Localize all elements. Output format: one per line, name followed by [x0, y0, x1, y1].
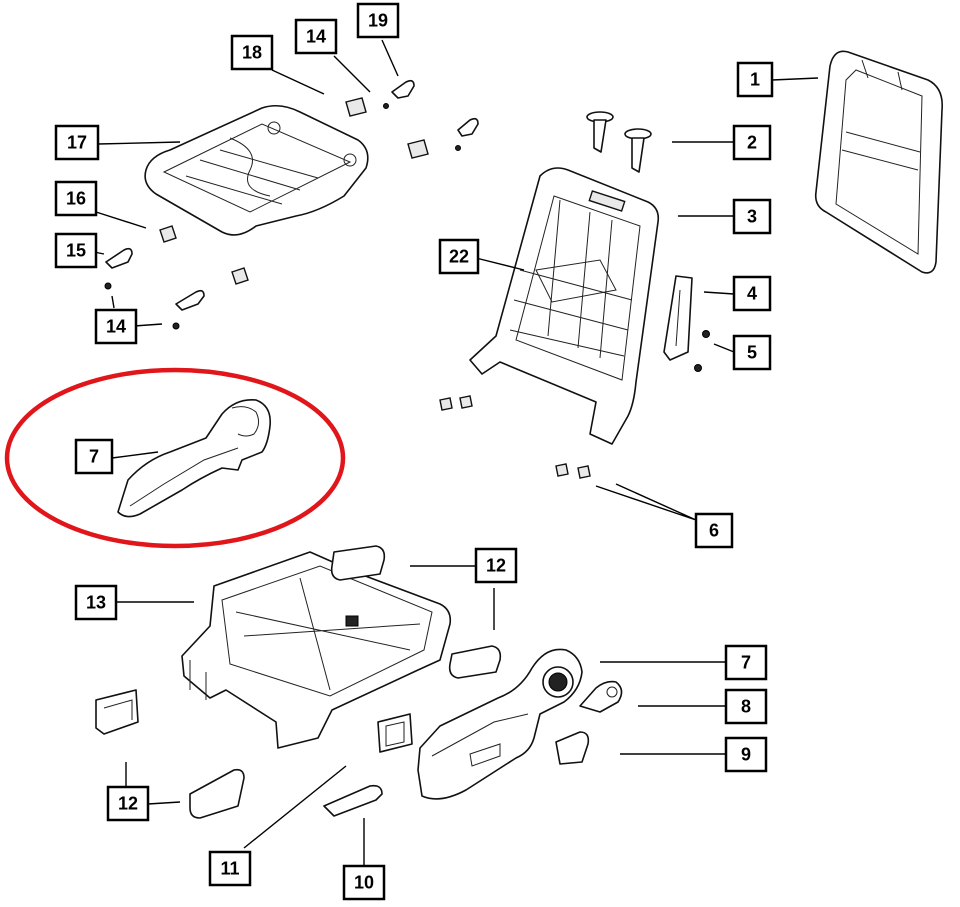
part-hooks: [383, 79, 479, 151]
svg-text:7: 7: [89, 447, 99, 467]
part-lever: [323, 784, 383, 817]
part-cushion-frame: [144, 104, 369, 236]
callout-12-top: 12: [474, 547, 518, 584]
callout-19: 19: [356, 2, 400, 39]
part-nuts: [439, 395, 591, 479]
part-clips-5: [694, 330, 710, 372]
part-side-strip: [663, 275, 693, 361]
leader-lines: [93, 39, 819, 866]
part-side-shield: [417, 648, 583, 800]
callout-14-top: 14: [294, 18, 338, 55]
svg-text:12: 12: [486, 556, 506, 576]
callout-2: 2: [732, 124, 772, 161]
svg-text:12: 12: [118, 794, 138, 814]
svg-text:8: 8: [741, 697, 751, 717]
svg-text:9: 9: [741, 745, 751, 765]
svg-text:10: 10: [354, 873, 374, 893]
part-seat-back-frame: [469, 167, 660, 445]
svg-text:3: 3: [747, 207, 757, 227]
callout-1: 1: [736, 61, 774, 98]
part-seat-back-panel: [814, 50, 944, 274]
callout-22: 22: [438, 238, 480, 275]
svg-text:2: 2: [747, 133, 757, 153]
callout-11: 11: [208, 850, 252, 887]
callout-7-top: 7: [724, 644, 768, 681]
svg-text:17: 17: [67, 133, 87, 153]
svg-text:4: 4: [747, 284, 757, 304]
callout-14-left: 14: [94, 308, 138, 345]
svg-text:22: 22: [449, 247, 469, 267]
part-side-shield-highlighted: [117, 398, 272, 518]
svg-text:14: 14: [306, 27, 326, 47]
callout-4: 4: [732, 275, 772, 312]
part-seat-track: [181, 551, 452, 749]
svg-text:19: 19: [368, 11, 388, 31]
svg-text:6: 6: [709, 521, 719, 541]
svg-text:5: 5: [747, 343, 757, 363]
svg-text:13: 13: [86, 593, 106, 613]
part-bracket: [377, 713, 413, 753]
callout-7-highlight: 7: [74, 438, 114, 475]
svg-text:7: 7: [741, 653, 751, 673]
part-covers: [95, 545, 502, 819]
part-recliner-handle: [579, 680, 623, 713]
callout-15: 15: [54, 232, 98, 269]
part-bumper: [345, 97, 429, 159]
callout-18: 18: [230, 34, 274, 71]
callout-8: 8: [724, 688, 768, 725]
callout-13: 13: [74, 584, 118, 621]
callout-12-left: 12: [106, 785, 150, 822]
part-clips-16: [159, 225, 249, 285]
svg-text:18: 18: [242, 43, 262, 63]
highlight-ellipse: [4, 367, 346, 549]
svg-text:15: 15: [66, 241, 86, 261]
callout-17: 17: [54, 124, 100, 161]
svg-text:11: 11: [220, 859, 239, 879]
callout-10: 10: [342, 864, 386, 901]
part-screws: [104, 282, 180, 330]
callout-9: 9: [724, 736, 768, 773]
part-wire-clip: [105, 247, 205, 311]
svg-text:16: 16: [66, 189, 86, 209]
part-knob-cover: [555, 731, 590, 765]
part-headrest-guides: [586, 111, 652, 173]
callout-5: 5: [732, 334, 772, 371]
callout-16: 16: [54, 180, 98, 217]
callout-3: 3: [732, 198, 772, 235]
svg-text:14: 14: [106, 317, 126, 337]
svg-text:1: 1: [750, 70, 760, 90]
callout-6: 6: [694, 512, 734, 549]
